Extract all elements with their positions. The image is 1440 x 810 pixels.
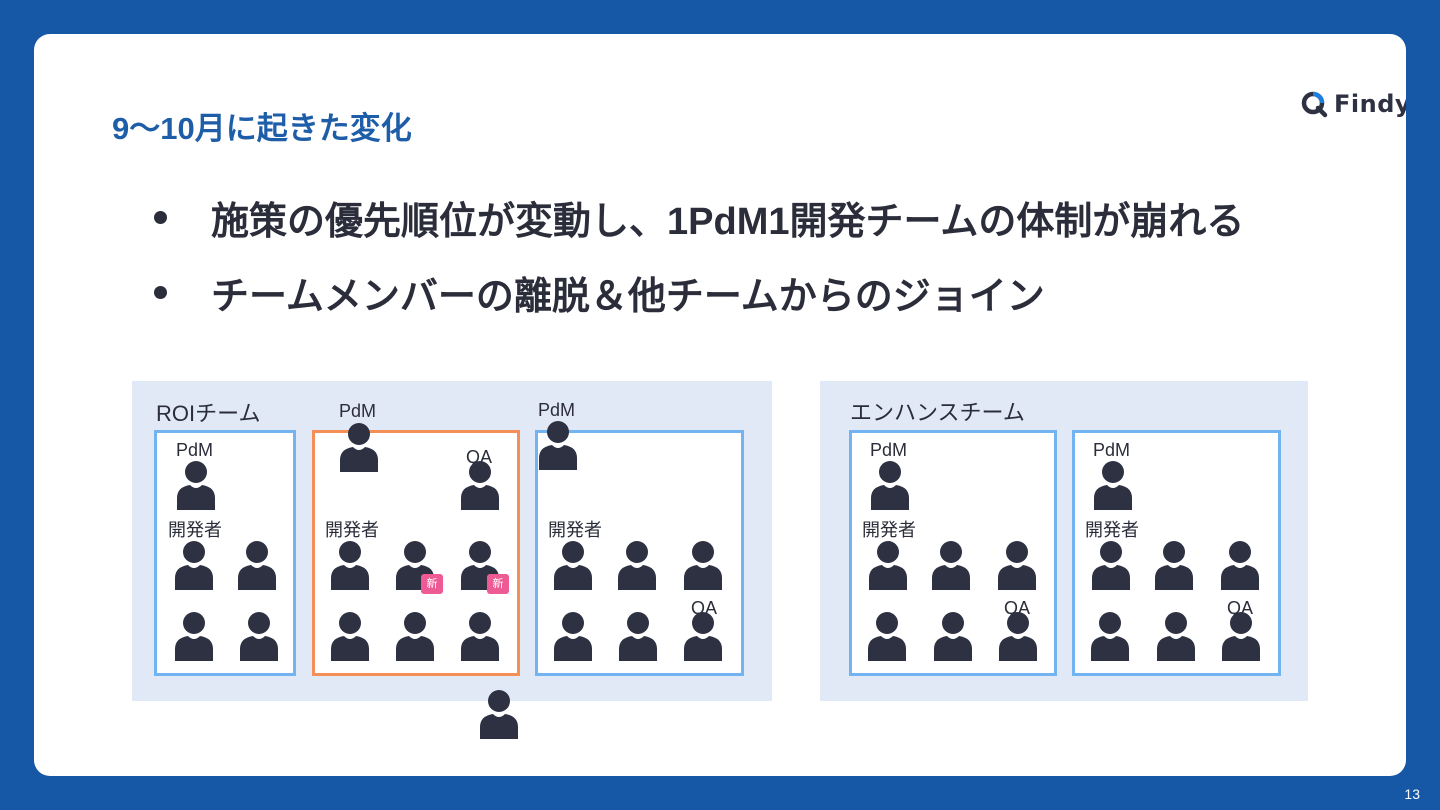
person-icon <box>477 689 521 739</box>
bullet-item: 施策の優先順位が変動し、1PdM1開発チームの体制が崩れる <box>148 189 1244 245</box>
slide-title: 9〜10月に起きた変化 <box>112 111 412 146</box>
logo-text: Findy <box>1334 90 1406 118</box>
qa-label: QA <box>691 598 718 618</box>
new-member-badge: 新 <box>421 574 443 594</box>
person-icon <box>996 611 1040 661</box>
developer-label: 開発者 <box>168 520 222 540</box>
person-icon <box>1088 611 1132 661</box>
bullet-item: チームメンバーの離脱＆他チームからのジョイン <box>148 264 1045 320</box>
person-icon <box>1091 460 1135 510</box>
pdm-label: PdM <box>1093 440 1131 460</box>
person-icon <box>393 611 437 661</box>
qa-label: QA <box>1004 598 1031 618</box>
person-icon <box>172 611 216 661</box>
pdm-label: PdM <box>870 440 908 460</box>
person-icon <box>458 460 502 510</box>
person-icon <box>1218 540 1262 590</box>
person-icon <box>551 540 595 590</box>
developer-label: 開発者 <box>325 520 379 540</box>
findy-logo-icon <box>1301 91 1328 118</box>
roi-group-1 <box>154 430 296 676</box>
person-icon <box>681 540 725 590</box>
qa-label: QA <box>466 447 493 467</box>
person-icon <box>931 611 975 661</box>
roi-team-label: ROIチーム <box>156 401 261 426</box>
person-icon <box>615 540 659 590</box>
person-icon <box>866 540 910 590</box>
person-icon <box>995 540 1039 590</box>
person-icon <box>328 540 372 590</box>
person-icon <box>616 611 660 661</box>
person-icon <box>235 540 279 590</box>
person-icon <box>337 422 381 472</box>
person-icon <box>328 611 372 661</box>
findy-logo: Findy <box>1300 90 1406 118</box>
new-member-badge: 新 <box>487 574 509 594</box>
person-icon <box>536 420 580 470</box>
person-icon <box>1154 611 1198 661</box>
person-icon <box>551 611 595 661</box>
person-icon <box>1219 611 1263 661</box>
person-icon <box>458 611 502 661</box>
developer-label: 開発者 <box>1085 520 1139 540</box>
person-icon <box>868 460 912 510</box>
slide-card: 9〜10月に起きた変化 Findy 施策の優先順位が変動し、1PdM1開発チーム… <box>34 34 1406 776</box>
bullet-text: 施策の優先順位が変動し、1PdM1開発チームの体制が崩れる <box>211 200 1245 243</box>
person-icon <box>174 460 218 510</box>
enhance-team-label: エンハンスチーム <box>850 400 1025 425</box>
bullet-dot-icon <box>154 285 167 299</box>
page-number: 13 <box>1404 786 1420 802</box>
person-icon <box>237 611 281 661</box>
developer-label: 開発者 <box>862 520 916 540</box>
pdm-label: PdM <box>176 440 214 460</box>
person-icon <box>1152 540 1196 590</box>
person-icon <box>929 540 973 590</box>
developer-label: 開発者 <box>548 520 602 540</box>
bullet-text: チームメンバーの離脱＆他チームからのジョイン <box>211 275 1045 318</box>
person-icon <box>865 611 909 661</box>
floating-pdm-label: PdM <box>538 400 576 420</box>
qa-label: QA <box>1227 598 1254 618</box>
person-icon <box>172 540 216 590</box>
floating-pdm-label: PdM <box>339 401 377 421</box>
person-icon <box>681 611 725 661</box>
bullet-dot-icon <box>154 210 167 224</box>
person-icon <box>1089 540 1133 590</box>
